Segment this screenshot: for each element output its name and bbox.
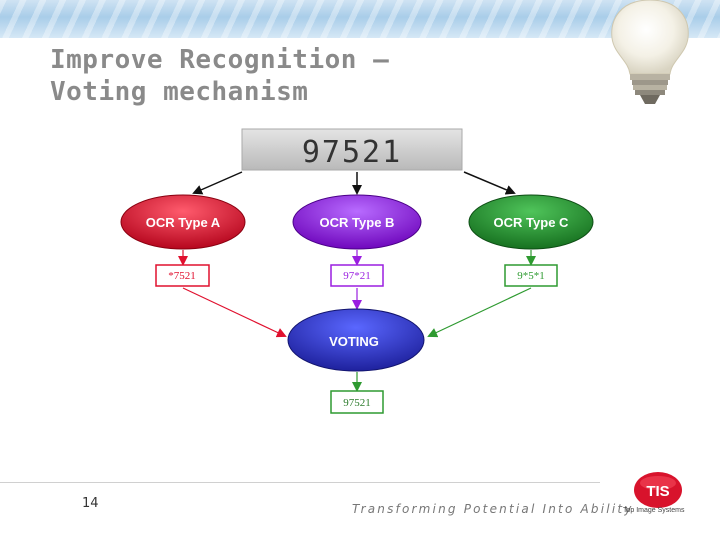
voting-label: VOTING: [329, 334, 379, 349]
footer-divider: [0, 482, 600, 483]
final-result-value: 97521: [343, 397, 371, 409]
arrow-input-to-ocr-c: [464, 172, 514, 193]
arrow-result-c-to-voting: [429, 288, 531, 336]
ocr-engine-c-label: OCR Type C: [494, 215, 569, 230]
logo-text: TIS: [646, 483, 669, 500]
page-number: 14: [82, 496, 99, 511]
ocr-engine-b-label: OCR Type B: [320, 215, 395, 230]
input-image-box: 97521: [242, 129, 462, 170]
ocr-engine-c: OCR Type C: [469, 195, 593, 249]
input-value: 97521: [302, 135, 402, 170]
footer-tagline: Transforming Potential Into Ability: [352, 502, 634, 516]
ocr-result-b: 97*21: [331, 265, 383, 286]
arrow-result-a-to-voting: [183, 288, 285, 336]
ocr-result-a: *7521: [156, 265, 209, 286]
ocr-engine-a: OCR Type A: [121, 195, 245, 249]
final-result-box: 97521: [331, 391, 383, 413]
ocr-engine-b: OCR Type B: [293, 195, 421, 249]
ocr-result-b-value: 97*21: [343, 270, 371, 282]
arrow-input-to-ocr-a: [194, 172, 242, 193]
ocr-result-c: 9*5*1: [505, 265, 557, 286]
logo-subtext: Top Image Systems: [623, 507, 684, 514]
ocr-result-a-value: *7521: [168, 270, 196, 282]
ocr-result-c-value: 9*5*1: [517, 270, 545, 282]
voting-node: VOTING: [288, 309, 424, 371]
ocr-engine-a-label: OCR Type A: [146, 215, 221, 230]
